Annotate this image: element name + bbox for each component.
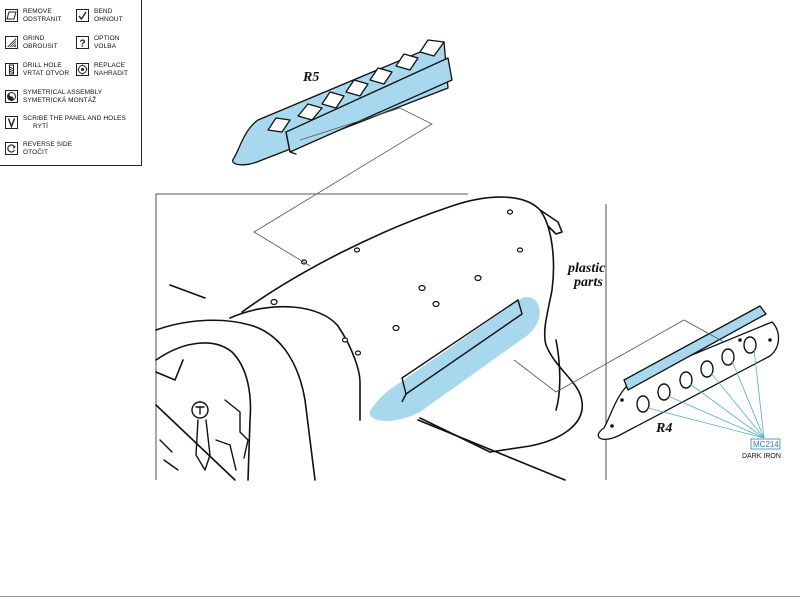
scribe-icon xyxy=(5,116,18,129)
legend-reverse-line1: REVERSE SIDE xyxy=(23,141,73,148)
legend-replace-line2: NAHRADIT xyxy=(94,69,129,77)
paint-code-label: MC214 xyxy=(753,440,779,449)
plastic-parts-label-line2: parts xyxy=(573,275,603,290)
legend-remove-line1: REMOVE xyxy=(23,8,52,15)
part-r5 xyxy=(232,39,453,166)
legend-grind-line1: GRIND xyxy=(23,35,45,42)
svg-text:?: ? xyxy=(80,39,86,49)
legend-symmetrical-line2: SYMETRICKÁ MONTÁŽ xyxy=(23,96,97,104)
legend-reverse-line2: OTOČIT xyxy=(23,148,49,156)
legend-scribe-line2: RYTÍ xyxy=(33,122,49,130)
drill-hole-icon xyxy=(5,63,18,76)
bottom-rule xyxy=(0,596,800,597)
remove-icon xyxy=(5,9,18,22)
legend-bend-line2: OHNOUT xyxy=(94,15,123,23)
reverse-side-icon xyxy=(5,142,18,155)
legend-grind-line2: OBROUSIT xyxy=(23,42,58,50)
legend-drill-line1: DRILL HOLE xyxy=(23,62,62,69)
view-frame xyxy=(155,193,607,480)
fuselage-nose xyxy=(155,196,583,481)
legend-replace-line1: REPLACE xyxy=(94,62,126,69)
r4-label: R4 xyxy=(655,421,672,436)
paint-code-box xyxy=(750,438,781,450)
legend-drill-line2: VRTAT OTVOR xyxy=(23,69,70,77)
legend-scribe-line1: SCRIBE THE PANEL AND HOLES xyxy=(23,115,126,122)
symmetrical-assembly-icon xyxy=(5,90,18,103)
exhaust-location-highlight xyxy=(369,297,540,421)
legend-remove-line2: ODSTRANIT xyxy=(23,15,62,23)
bend-icon xyxy=(76,9,89,22)
r4-exhaust-stubs xyxy=(636,336,757,413)
leader-lines xyxy=(253,107,765,439)
grind-icon xyxy=(5,36,18,49)
cockpit-detail xyxy=(159,399,249,471)
cowling-holes xyxy=(270,209,524,356)
plastic-parts-label-line1: plastic xyxy=(567,261,606,276)
legend-option-line1: OPTION xyxy=(94,35,120,42)
r5-label: R5 xyxy=(302,70,319,85)
legend-option-line2: VOLBA xyxy=(94,42,117,50)
legend-bend-line1: BEND xyxy=(94,8,113,15)
exhaust-slot xyxy=(401,299,523,403)
paint-name-label: DARK IRON xyxy=(742,453,781,460)
legend-symmetrical-line1: SYMETRICAL ASSEMBLY xyxy=(23,89,103,96)
replace-icon xyxy=(76,63,89,76)
part-r4 xyxy=(597,305,780,440)
option-icon: ? xyxy=(76,36,89,49)
